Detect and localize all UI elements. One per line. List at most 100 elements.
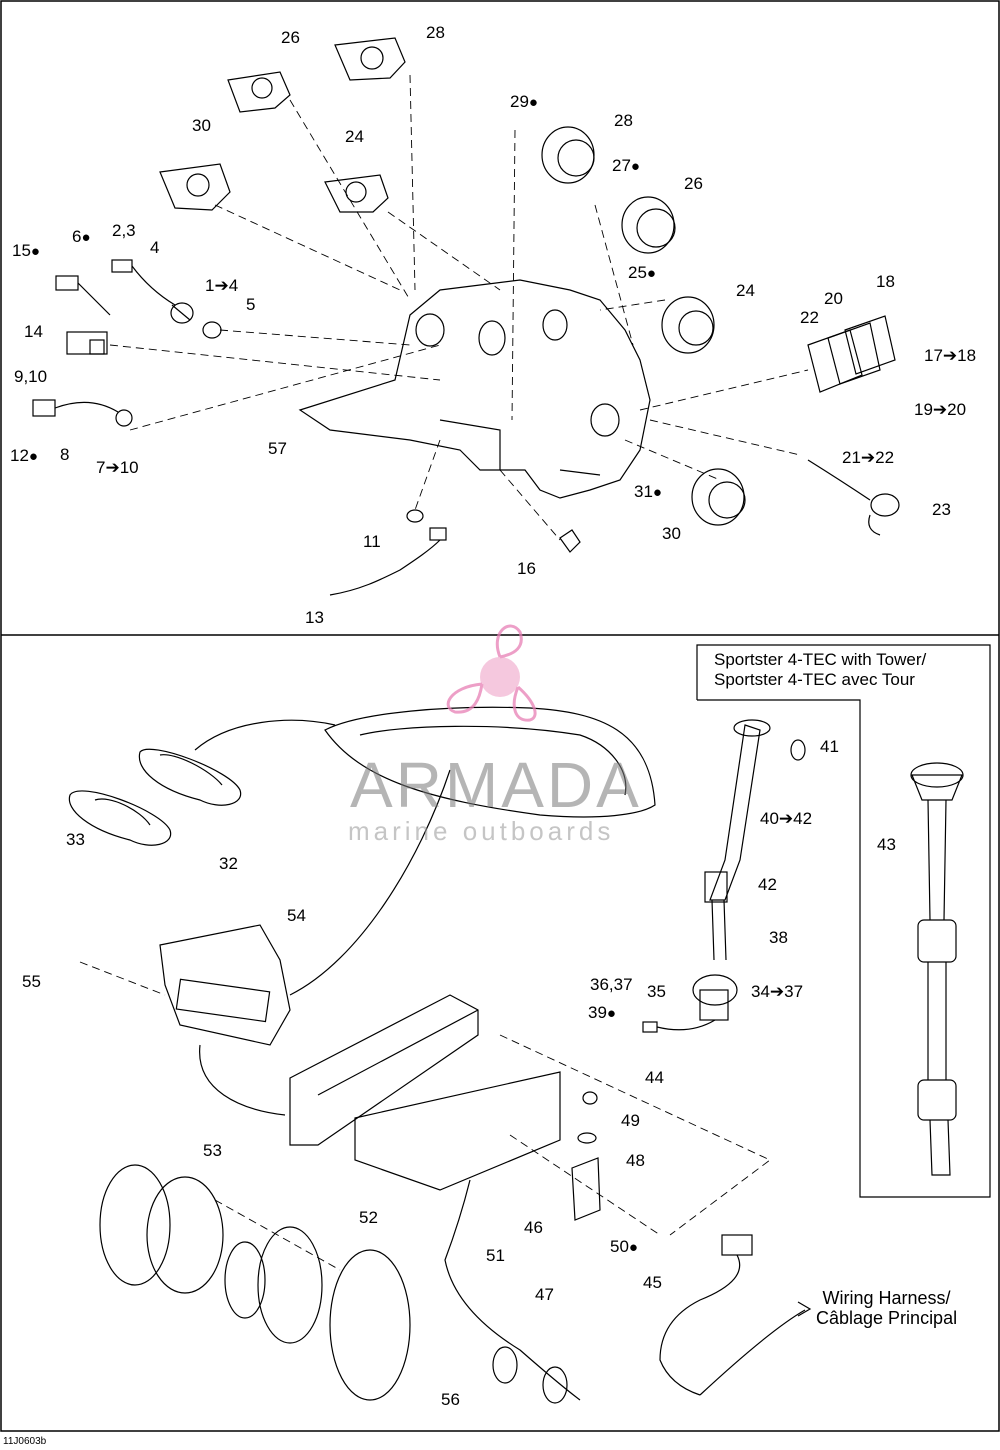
bracket-46: [571, 1157, 601, 1221]
watermark-propeller-icon: [446, 624, 537, 722]
lubricant-drop-icon: ●: [528, 94, 538, 111]
part-callout-29: 29●: [510, 92, 538, 112]
part-callout-56: 56: [441, 1390, 460, 1409]
harness-arrow: [699, 1309, 806, 1396]
part-callout-43: 43: [877, 835, 896, 854]
lanyard-13: [329, 527, 447, 596]
part-callout-34to37: 34➔37: [751, 982, 804, 1001]
switch-14: [66, 331, 108, 355]
part-callout-19to20: 19➔20: [914, 400, 967, 419]
mast-base-34-37: [692, 974, 738, 1021]
lubricant-drop-icon: ●: [30, 243, 40, 260]
connector-9-10: [32, 399, 133, 427]
boat-hull: [324, 706, 656, 818]
harness-45: [659, 1234, 753, 1396]
lubricant-drop-icon: ●: [646, 265, 656, 282]
gauge-housing-26: [227, 71, 291, 113]
harness-label: Wiring Harness/ Câblage Principal: [816, 1288, 958, 1328]
part-callout-16: 16: [517, 559, 536, 578]
part-callout-48: 48: [626, 1151, 645, 1170]
speaker-housing-53: [99, 1164, 224, 1294]
speaker-52: [224, 1226, 323, 1344]
part-callout-33: 33: [66, 830, 85, 849]
part-callout-24b: 24: [736, 281, 755, 300]
part-callout-27: 27●: [612, 156, 640, 176]
part-callout-14: 14: [24, 322, 43, 341]
mast-40-42: [704, 719, 771, 961]
antenna-51: [444, 1179, 581, 1401]
part-callout-39: 39●: [588, 1003, 616, 1023]
part-callout-23c: 2,3: [112, 221, 136, 240]
part-callout-5: 5: [246, 295, 256, 314]
part-callout-910: 9,10: [14, 367, 48, 386]
grommet-11: [406, 509, 424, 523]
connector-35: [642, 1019, 716, 1033]
part-callout-51: 51: [486, 1246, 505, 1265]
harness-arrowhead: [797, 1301, 812, 1317]
lubricant-drop-icon: ●: [28, 448, 38, 465]
part-callout-21to22: 21➔22: [842, 448, 895, 467]
cap-16: [559, 529, 581, 553]
nut-49: [582, 1091, 598, 1105]
radio-44: [289, 994, 561, 1191]
part-callout-42: 42: [758, 875, 777, 894]
part-callout-18: 18: [876, 272, 895, 291]
part-callout-8: 8: [60, 445, 70, 464]
top-leader-lines: [109, 74, 809, 541]
part-callout-12: 12●: [10, 446, 38, 466]
part-callout-24a: 24: [345, 127, 364, 146]
ring-5: [202, 321, 222, 339]
part-callout-20: 20: [824, 289, 843, 308]
vent-32: [138, 748, 242, 806]
part-callout-55: 55: [22, 972, 41, 991]
part-callout-38: 38: [769, 928, 788, 947]
cable-23: [807, 459, 871, 501]
gauge-30: [691, 468, 746, 526]
part-callout-40to42: 40➔42: [760, 809, 813, 828]
part-callout-46: 46: [524, 1218, 543, 1237]
part-callout-22: 22: [800, 308, 819, 327]
switch-panel: [807, 315, 896, 393]
part-callout-57: 57: [268, 439, 287, 458]
part-callout-30a: 30: [192, 116, 211, 135]
watermark-word: ARMADA: [350, 749, 642, 821]
gauge-housing-24: [324, 174, 389, 213]
part-callout-23: 23: [932, 500, 951, 519]
figure-code: 11J0603b: [3, 1436, 47, 1447]
lubricant-drop-icon: ●: [81, 229, 91, 246]
gauge-24: [661, 296, 715, 354]
part-callout-47: 47: [535, 1285, 554, 1304]
part-callout-35: 35: [647, 982, 666, 1001]
part-callout-54: 54: [287, 906, 306, 925]
bottom-leader-lines: [79, 961, 771, 1271]
lubricant-drop-icon: ●: [628, 1239, 638, 1256]
gauge-26: [621, 196, 676, 254]
part-callout-26a: 26: [281, 28, 300, 47]
watermark-subtitle: marine outboards: [348, 816, 615, 846]
part-callout-30b: 30: [662, 524, 681, 543]
part-callout-28b: 28: [614, 111, 633, 130]
socket-23: [868, 493, 900, 536]
clamps-56: [492, 1346, 568, 1404]
part-callout-1to4: 1➔4: [205, 276, 239, 295]
gauge-28: [541, 126, 595, 184]
gauge-housing-28: [334, 37, 406, 81]
part-callout-11: 11: [363, 532, 381, 551]
tower-mast-43: [910, 762, 964, 1176]
grille-52: [329, 1249, 411, 1401]
part-callout-15: 15●: [12, 241, 40, 261]
lubricant-drop-icon: ●: [652, 484, 662, 501]
inset-frame: [696, 644, 991, 1198]
connector-15: [55, 275, 111, 316]
lubricant-drop-icon: ●: [630, 158, 640, 175]
part-callout-44: 44: [645, 1068, 664, 1087]
part-callout-53: 53: [203, 1141, 222, 1160]
cover-54: [159, 924, 291, 1046]
washer-48: [577, 1132, 597, 1144]
inset-title: Sportster 4-TEC with Tower/ Sportster 4-…: [714, 650, 927, 689]
lubricant-drop-icon: ●: [606, 1005, 616, 1022]
bulb-41: [790, 739, 806, 761]
part-callout-17to18: 17➔18: [924, 346, 977, 365]
